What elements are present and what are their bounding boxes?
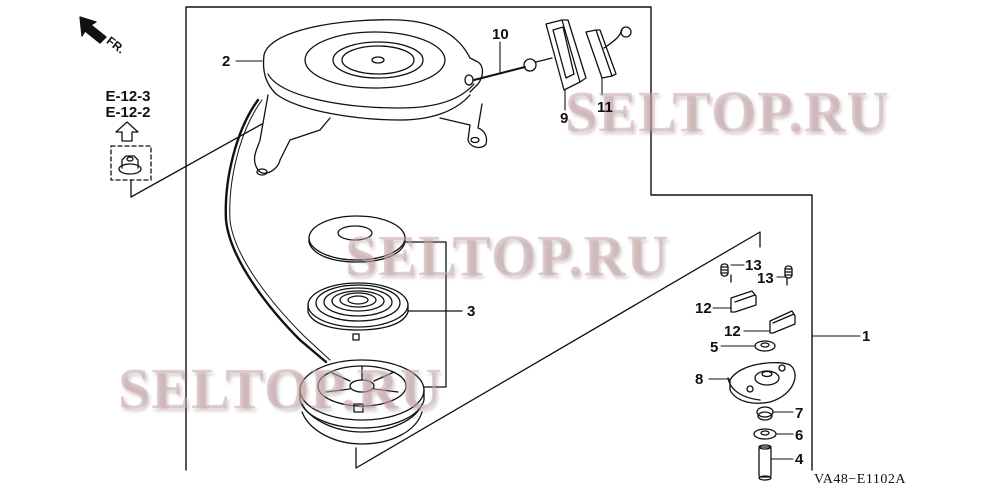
callout-bracket-3 [404, 241, 463, 388]
friction-plate [727, 362, 796, 404]
callout-12a[interactable]: 12 [695, 300, 712, 317]
leader-lines [235, 41, 861, 460]
figure-code: VA48−E1102A [814, 472, 906, 487]
callout-3[interactable]: 3 [467, 303, 476, 320]
callout-8[interactable]: 8 [695, 371, 704, 388]
ratchet-left [730, 290, 757, 313]
pin-4 [758, 444, 772, 481]
reel-plate [308, 215, 406, 263]
assembly-frame [185, 6, 813, 471]
callout-13a[interactable]: 13 [745, 257, 762, 274]
reel-pulley [299, 359, 425, 445]
starter-grip [523, 19, 587, 91]
callout-1[interactable]: 1 [862, 328, 871, 345]
starter-rope [224, 66, 526, 364]
callout-6[interactable]: 6 [795, 427, 804, 444]
ratchet-spring-right [784, 265, 793, 286]
callout-5[interactable]: 5 [710, 339, 719, 356]
ratchet-right [769, 310, 796, 334]
up-arrow-icon [115, 121, 139, 142]
cross-reference-link[interactable]: E-12-3 [105, 88, 151, 105]
callout-9[interactable]: 9 [560, 110, 569, 127]
cross-reference-link[interactable]: E-12-2 [105, 104, 151, 121]
spring-7 [756, 406, 774, 421]
callout-2[interactable]: 2 [222, 53, 231, 70]
callout-11[interactable]: 11 [597, 99, 613, 116]
front-direction-arrow-icon [79, 16, 107, 44]
subassembly-leader [355, 231, 761, 469]
callout-7[interactable]: 7 [795, 405, 804, 422]
starter-case [253, 19, 488, 176]
callout-4[interactable]: 4 [795, 451, 804, 468]
grip-insert [585, 26, 632, 79]
callout-12b[interactable]: 12 [724, 323, 741, 340]
washer-5 [754, 340, 776, 352]
spiral-spring [307, 282, 409, 341]
callout-13b[interactable]: 13 [757, 270, 774, 287]
ratchet-spring-left [720, 263, 732, 283]
callout-10[interactable]: 10 [492, 26, 509, 43]
washer-6 [753, 428, 777, 440]
